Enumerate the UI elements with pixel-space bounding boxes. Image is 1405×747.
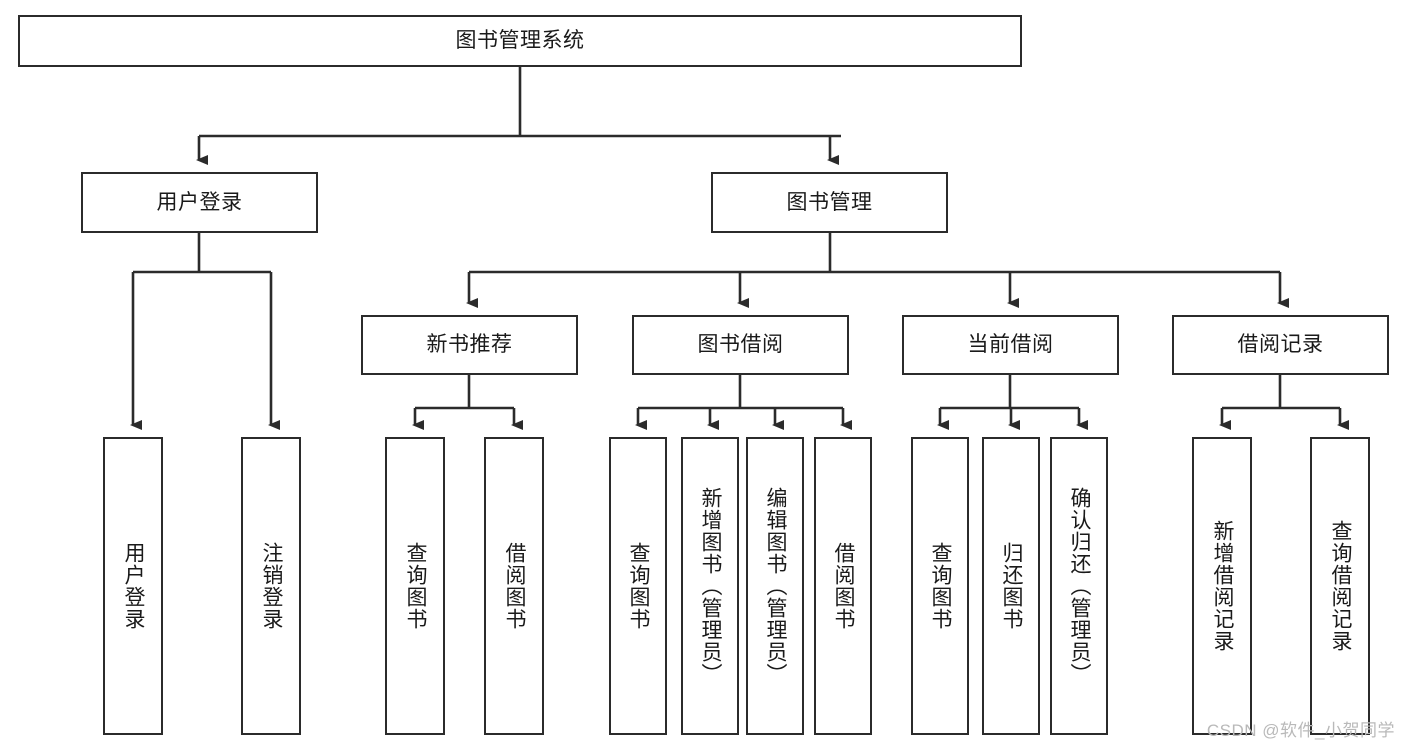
- node-root-label: 图书管理系统: [455, 29, 585, 53]
- leaf-query-book-current[interactable]: 查询图书: [911, 437, 969, 735]
- node-new-book-recommend-label: 新书推荐: [426, 333, 513, 357]
- leaf-label: 归还图书: [1000, 542, 1024, 630]
- leaf-label: 注销登录: [260, 542, 284, 630]
- leaf-add-borrow-record[interactable]: 新增借阅记录: [1192, 437, 1252, 735]
- leaf-query-book-newbook[interactable]: 查询图书: [385, 437, 445, 735]
- node-borrow-record[interactable]: 借阅记录: [1172, 315, 1389, 375]
- node-current-borrow-label: 当前借阅: [967, 333, 1054, 357]
- node-book-management-label: 图书管理: [786, 190, 873, 214]
- leaf-label: 用户登录: [122, 542, 146, 630]
- leaf-confirm-return-admin[interactable]: 确认归还（管理员）: [1050, 437, 1108, 735]
- leaf-user-login[interactable]: 用户登录: [103, 437, 163, 735]
- node-new-book-recommend[interactable]: 新书推荐: [361, 315, 578, 375]
- leaf-edit-book-admin[interactable]: 编辑图书（管理员）: [746, 437, 804, 735]
- leaf-label: 查询借阅记录: [1329, 520, 1353, 652]
- node-book-borrow-label: 图书借阅: [697, 333, 784, 357]
- leaf-borrow-book[interactable]: 借阅图书: [814, 437, 872, 735]
- leaf-return-book[interactable]: 归还图书: [982, 437, 1040, 735]
- leaf-query-borrow-record[interactable]: 查询借阅记录: [1310, 437, 1370, 735]
- leaf-label: 编辑图书（管理员）: [764, 487, 788, 685]
- leaf-label: 新增图书（管理员）: [699, 487, 723, 685]
- leaf-label: 查询图书: [929, 542, 953, 630]
- leaf-label: 确认归还（管理员）: [1068, 487, 1092, 685]
- leaf-borrow-book-newbook[interactable]: 借阅图书: [484, 437, 544, 735]
- node-root[interactable]: 图书管理系统: [18, 15, 1022, 67]
- leaf-query-book-borrow[interactable]: 查询图书: [609, 437, 667, 735]
- leaf-label: 借阅图书: [503, 542, 527, 630]
- node-current-borrow[interactable]: 当前借阅: [902, 315, 1119, 375]
- leaf-label: 新增借阅记录: [1211, 520, 1235, 652]
- csdn-watermark: CSDN @软件_小贺同学: [1206, 721, 1395, 740]
- leaf-label: 查询图书: [627, 542, 651, 630]
- node-user-login[interactable]: 用户登录: [81, 172, 318, 233]
- node-book-management[interactable]: 图书管理: [711, 172, 948, 233]
- leaf-label: 借阅图书: [832, 542, 856, 630]
- leaf-logout-login[interactable]: 注销登录: [241, 437, 301, 735]
- leaf-add-book-admin[interactable]: 新增图书（管理员）: [681, 437, 739, 735]
- leaf-label: 查询图书: [404, 542, 428, 630]
- node-borrow-record-label: 借阅记录: [1237, 333, 1324, 357]
- node-user-login-label: 用户登录: [156, 190, 243, 214]
- node-book-borrow[interactable]: 图书借阅: [632, 315, 849, 375]
